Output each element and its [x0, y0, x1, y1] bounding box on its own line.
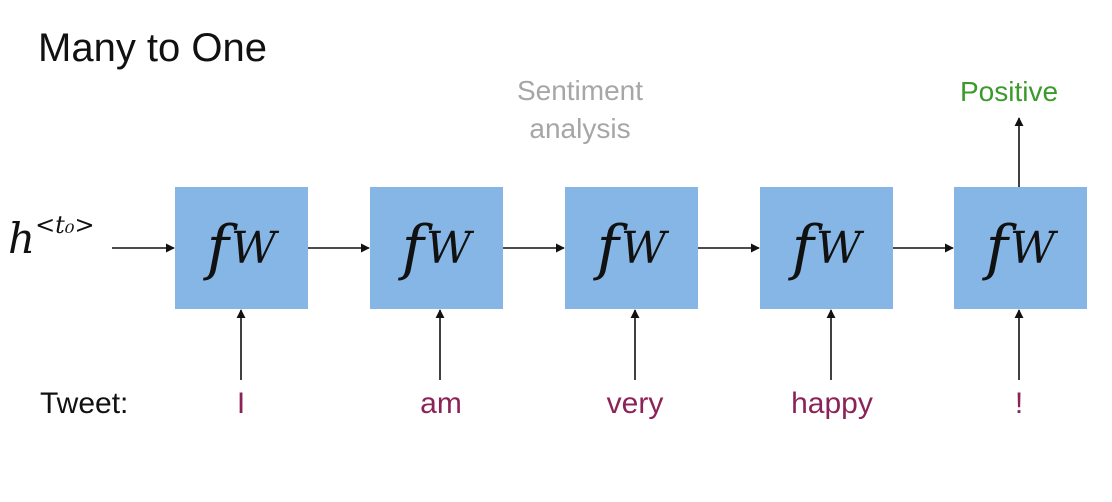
token-4: happy	[791, 387, 873, 420]
cell-weight-symbol: W	[425, 222, 472, 274]
cell-weight-symbol: W	[1009, 222, 1056, 274]
task-label: Sentiment analysis	[516, 75, 644, 144]
cell-function-symbol: f	[206, 213, 229, 283]
cell-weight-symbol: W	[815, 222, 862, 274]
hidden-state-superscript: <t₀>	[35, 211, 95, 239]
token-1: I	[236, 387, 246, 420]
slide-title: Many to One	[38, 26, 268, 70]
cell-weight-symbol: W	[230, 222, 277, 274]
input-label: Tweet:	[40, 387, 129, 420]
cell-weight-symbol: W	[620, 222, 667, 274]
token-5: !	[1014, 387, 1024, 420]
initial-hidden-state: h<t₀>	[8, 211, 95, 263]
cell-function-symbol: f	[401, 213, 424, 283]
cell-function-symbol: f	[596, 213, 619, 283]
cell-function-symbol: f	[791, 213, 814, 283]
output-label: Positive	[960, 76, 1059, 107]
cell-function-symbol: f	[985, 213, 1008, 283]
token-3: very	[606, 387, 664, 420]
token-2: am	[420, 387, 462, 420]
hidden-state-symbol: h	[8, 214, 36, 263]
